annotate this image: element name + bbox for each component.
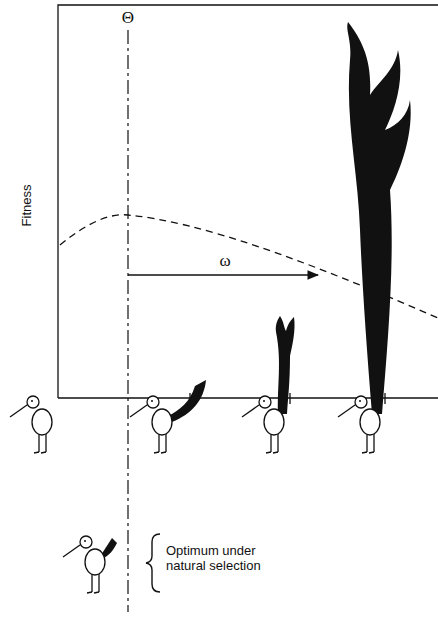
bracket [146, 534, 160, 592]
axis-title: Fitness [21, 184, 36, 226]
omega-arrow [128, 274, 318, 275]
bird-tails [101, 22, 411, 558]
annotation: Optimum under natural selection [166, 544, 286, 574]
optimum-line [127, 30, 128, 612]
birds [10, 396, 380, 593]
theta-label: Θ [122, 8, 134, 28]
omega-label: ω [219, 251, 230, 271]
